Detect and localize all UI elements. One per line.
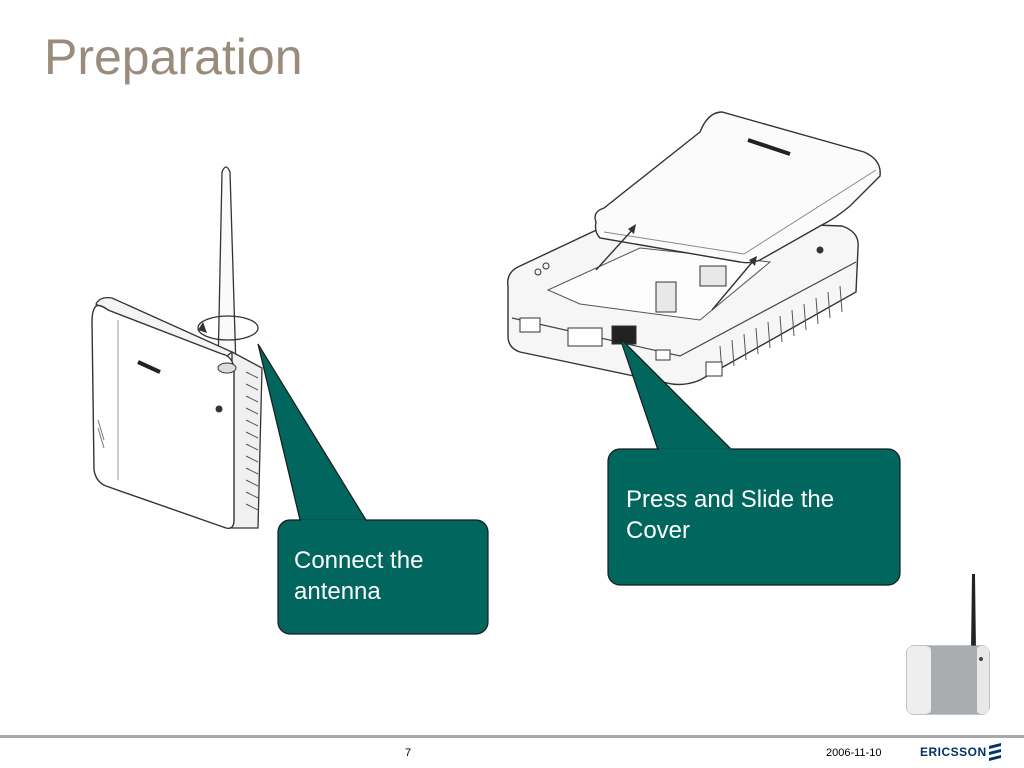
callout-antenna xyxy=(257,343,489,635)
page-title: Preparation xyxy=(44,29,303,85)
callout-antenna-text: Connect the antenna xyxy=(294,547,424,605)
callout-cover xyxy=(607,337,901,586)
brand-name: ERICSSON xyxy=(920,745,987,759)
footer-date: 2006-11-10 xyxy=(826,747,882,759)
callout-cover-text: Press and Slide the Cover xyxy=(626,486,835,544)
page-number: 7 xyxy=(405,747,412,759)
device-open-cover-illustration xyxy=(507,111,881,386)
footer-divider xyxy=(0,735,1024,738)
slide-illustrations xyxy=(91,111,990,715)
device-antenna-illustration xyxy=(91,166,263,530)
device-thumbnail xyxy=(906,574,990,715)
ericsson-three-bars-icon xyxy=(989,743,1001,761)
